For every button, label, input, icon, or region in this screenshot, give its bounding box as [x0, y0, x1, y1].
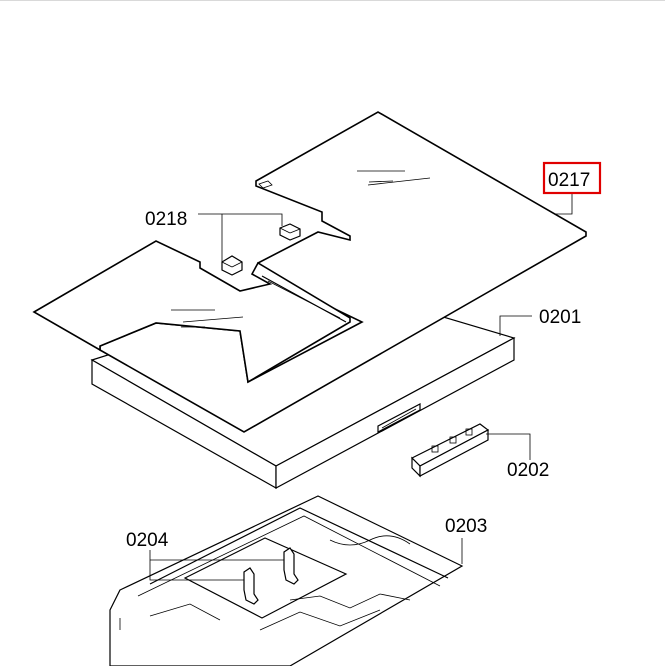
leader-0201: [499, 315, 532, 336]
part-0202-handle[interactable]: [410, 423, 490, 478]
label-0202[interactable]: 0202: [507, 460, 549, 481]
label-0203[interactable]: 0203: [445, 516, 487, 537]
clip-0218-lower: [221, 255, 243, 276]
part-0218-glass-sheet[interactable]: [32, 240, 351, 384]
highlight-box-0217: [542, 161, 602, 195]
leader-0202: [486, 433, 531, 460]
part-0217-glass-sheet[interactable]: [99, 111, 587, 433]
part-0203-bottom-tray[interactable]: [109, 495, 464, 666]
clip-0218-upper: [279, 223, 301, 241]
label-0218[interactable]: 0218: [145, 209, 187, 230]
label-0217[interactable]: 0217: [548, 170, 590, 191]
label-0204[interactable]: 0204: [126, 530, 169, 551]
top-border: [0, 0, 665, 1]
part-0204-hinges[interactable]: [243, 547, 299, 605]
label-0201[interactable]: 0201: [539, 307, 581, 328]
leader-0218: [198, 213, 283, 226]
leader-0217: [554, 192, 573, 215]
